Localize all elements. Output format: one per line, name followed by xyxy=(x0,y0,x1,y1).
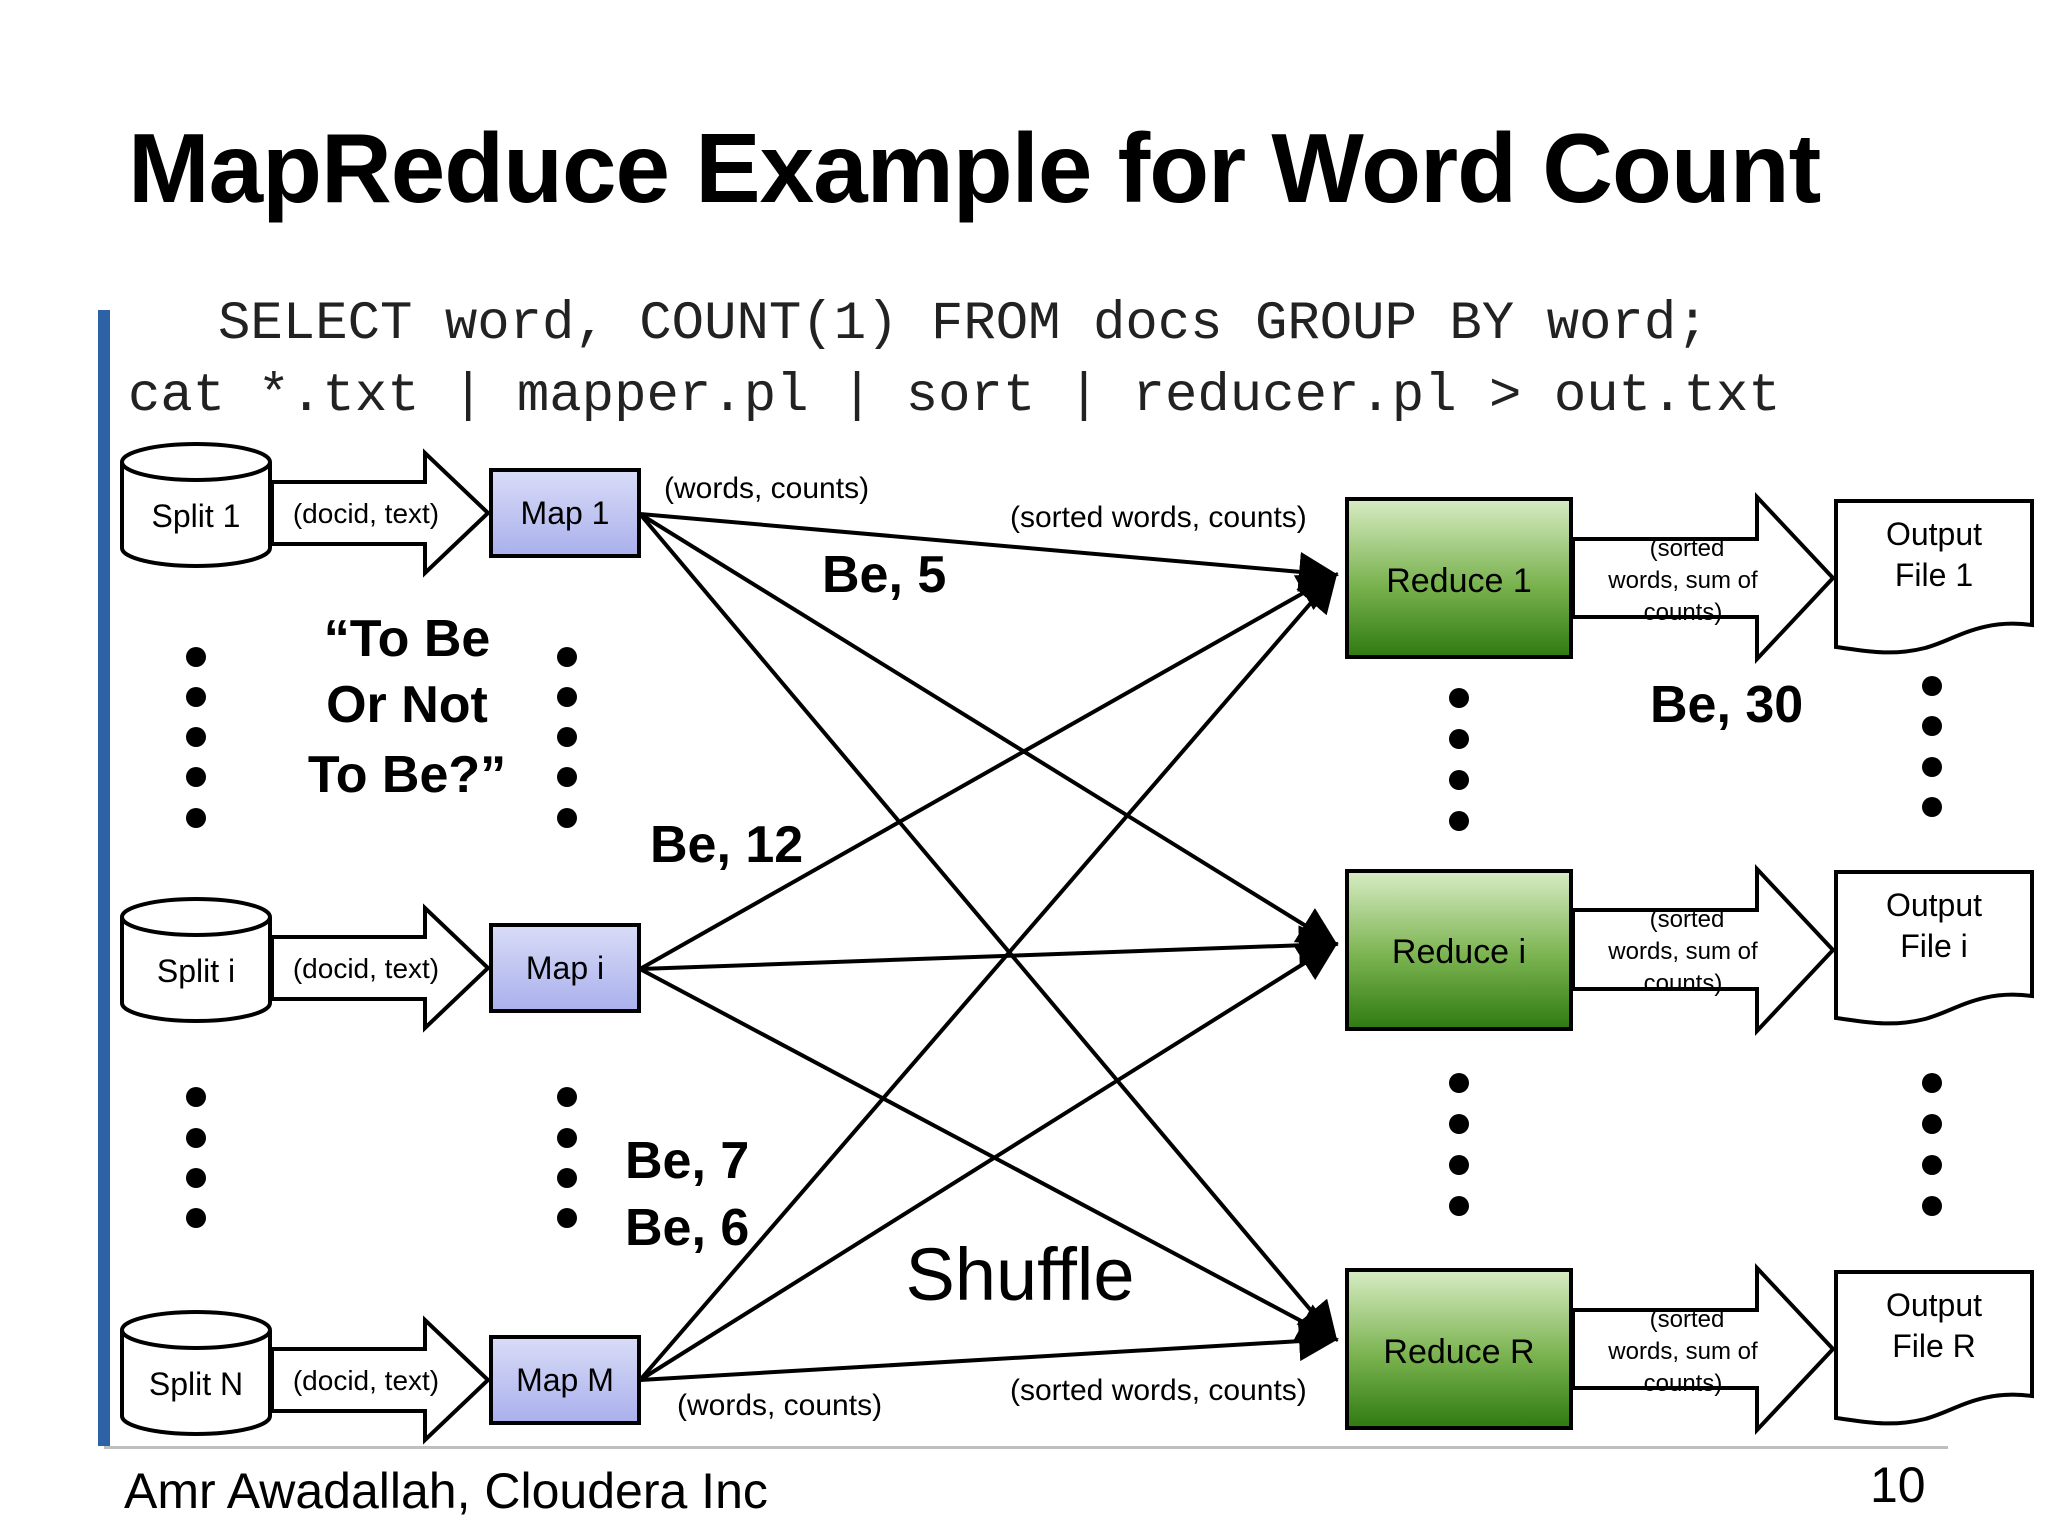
dots-maps-upper xyxy=(557,647,577,828)
page-number: 10 xyxy=(1870,1457,1926,1513)
reduce-arrow-label: words, sum of xyxy=(1607,938,1758,965)
edge-map1-reduceR xyxy=(638,512,1338,1343)
reduce-arrow-label: (sorted xyxy=(1650,535,1725,562)
count-map1: Be, 5 xyxy=(822,546,946,604)
output-file-i xyxy=(1834,870,2034,1026)
quote-line: Or Not xyxy=(326,676,488,734)
dots-maps-lower xyxy=(557,1087,577,1228)
edge-mapM-reduceR xyxy=(639,1321,1339,1382)
edge-mapM-reduce1 xyxy=(638,571,1338,1382)
shell-pipeline: cat *.txt | mapper.pl | sort | reducer.p… xyxy=(128,366,1781,427)
sql-query: SELECT word, COUNT(1) FROM docs GROUP BY… xyxy=(218,294,1709,355)
reduce-r xyxy=(1345,1268,1573,1430)
map-output-label: (words, counts) xyxy=(664,472,869,505)
split-1 xyxy=(120,442,272,568)
output-label: Output xyxy=(1886,1287,1982,1323)
split-i xyxy=(120,897,272,1023)
reduce-arrow-label: words, sum of xyxy=(1607,1338,1758,1365)
shuffle-output-label: (sorted words, counts) xyxy=(1010,501,1307,534)
split-arrow-label: (docid, text) xyxy=(293,953,439,984)
output-label: Output xyxy=(1886,887,1982,923)
split-arrows xyxy=(270,448,491,1445)
quote-line: “To Be xyxy=(324,610,491,668)
reduce-arrow-label: counts) xyxy=(1644,1370,1723,1397)
split-label: Split N xyxy=(149,1366,243,1402)
edge-mapM-reducei xyxy=(638,941,1339,1382)
word-counts: Be, 5 Be, 12 Be, 7 Be, 6 Be, 30 xyxy=(625,546,1803,1257)
reduce-1 xyxy=(1345,497,1573,659)
block-arrow xyxy=(1571,1262,1836,1436)
dots-splits-upper xyxy=(186,647,206,828)
reduce-arrow-label: words, sum of xyxy=(1607,567,1758,594)
input-quote: “To Be Or Not To Be?” xyxy=(308,610,506,804)
count-reduce: Be, 30 xyxy=(1650,676,1803,734)
output-label: File R xyxy=(1892,1328,1976,1364)
map-m xyxy=(489,1335,641,1425)
block-arrow xyxy=(270,1315,491,1445)
count-mapM-a: Be, 7 xyxy=(625,1132,749,1190)
split-arrow-label: (docid, text) xyxy=(293,498,439,529)
reduce-label: Reduce 1 xyxy=(1386,562,1532,600)
block-arrow xyxy=(270,448,491,578)
output-label: File 1 xyxy=(1895,557,1973,593)
edge-mapi-reduceR xyxy=(639,967,1339,1341)
block-arrow xyxy=(1571,491,1836,665)
dots-reducers-upper xyxy=(1449,688,1469,831)
footer-credit: Amr Awadallah, Cloudera Inc xyxy=(124,1463,768,1519)
shuffle-lines xyxy=(638,512,1339,1382)
edge-map1-reducei xyxy=(638,512,1339,947)
output-label: Output xyxy=(1886,516,1982,552)
reduce-arrow-label: counts) xyxy=(1644,970,1723,997)
reduce-arrows xyxy=(1571,491,1836,1436)
reduce-arrow-label: counts) xyxy=(1644,599,1723,626)
block-arrow xyxy=(1571,863,1836,1037)
dots-outputs-upper xyxy=(1922,676,1942,817)
quote-line: To Be?” xyxy=(308,746,506,804)
count-mapM-b: Be, 6 xyxy=(625,1199,749,1257)
edge-mapi-reduce1 xyxy=(639,573,1339,971)
shuffle-output-label: (sorted words, counts) xyxy=(1010,1374,1307,1407)
output-label: File i xyxy=(1900,928,1968,964)
reduce-arrow-label: (sorted xyxy=(1650,906,1725,933)
map-output-label: (words, counts) xyxy=(677,1389,882,1422)
dots-reducers-lower xyxy=(1449,1073,1469,1216)
map-1 xyxy=(489,468,641,558)
reduce-label: Reduce i xyxy=(1392,933,1526,971)
dots-outputs-lower xyxy=(1922,1073,1942,1216)
accent-bar xyxy=(98,310,110,1446)
map-label: Map i xyxy=(526,950,604,986)
reduce-arrow-labels: (sorted words, sum of counts) (sorted wo… xyxy=(1607,535,1758,1397)
output-labels: Output File 1 Output File i Output File … xyxy=(1886,516,1982,1364)
reduce-label: Reduce R xyxy=(1383,1333,1534,1371)
reduce-arrow-label: (sorted xyxy=(1650,1306,1725,1333)
output-file-r xyxy=(1834,1270,2034,1426)
split-n xyxy=(120,1310,272,1436)
count-mapi: Be, 12 xyxy=(650,816,803,874)
split-arrow-label: (docid, text) xyxy=(293,1365,439,1396)
output-files xyxy=(1834,499,2034,1426)
page-title: MapReduce Example for Word Count xyxy=(128,113,1821,223)
map-label: Map 1 xyxy=(521,495,610,531)
ellipsis-dots xyxy=(186,647,1942,1228)
shuffle-label: Shuffle xyxy=(905,1233,1134,1316)
split-label: Split 1 xyxy=(152,498,241,534)
reduce-i xyxy=(1345,869,1573,1031)
output-file-1 xyxy=(1834,499,2034,655)
edge-mapi-reducei xyxy=(639,925,1339,971)
block-arrow xyxy=(270,903,491,1033)
map-i xyxy=(489,923,641,1013)
footer-divider xyxy=(104,1446,1948,1449)
map-label: Map M xyxy=(516,1362,614,1398)
split-label: Split i xyxy=(157,953,235,989)
dots-splits-lower xyxy=(186,1087,206,1228)
edge-map1-reduce1 xyxy=(639,512,1339,592)
